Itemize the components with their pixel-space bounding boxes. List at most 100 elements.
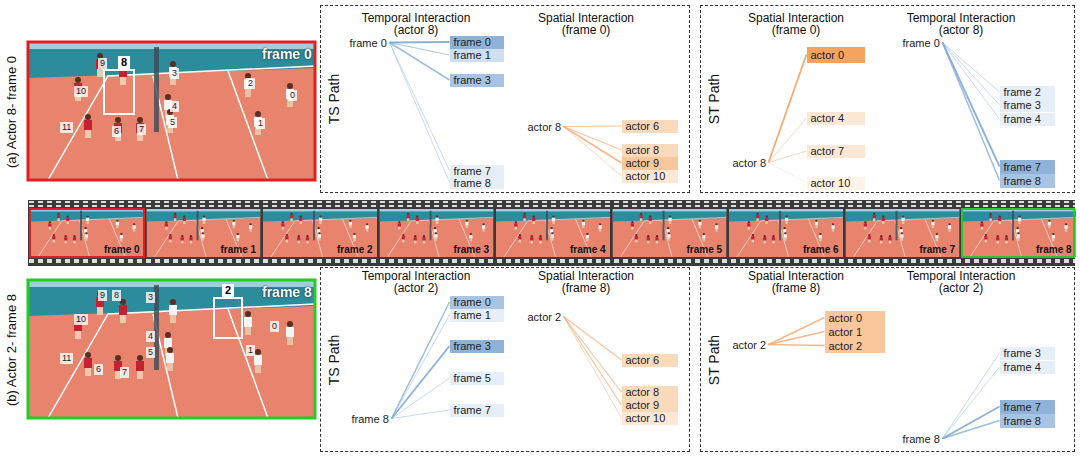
film-frame-label: frame 8	[1036, 244, 1072, 256]
attention-link	[943, 43, 1000, 167]
bar-label: actor 8	[622, 144, 660, 157]
video-frame	[28, 280, 315, 418]
query-label: actor 8	[733, 156, 767, 170]
bar-label: frame 1	[450, 49, 491, 62]
query-label: frame 8	[352, 412, 389, 426]
query-node: frame 8	[903, 432, 942, 446]
film-holes	[28, 201, 1075, 207]
frame-border	[28, 280, 315, 418]
film-frame	[729, 209, 843, 257]
interaction-heading: Temporal Interaction (actor 8)	[896, 12, 1026, 36]
film-frame-label: frame 5	[687, 244, 723, 256]
interaction-heading: Spatial Interaction (frame 8)	[521, 270, 651, 294]
frame-border	[28, 42, 315, 180]
bar-label: frame 3	[1000, 347, 1041, 360]
bar-label: frame 8	[1000, 174, 1041, 188]
attention-link	[943, 43, 1000, 106]
film-frame-label: frame 2	[337, 244, 373, 256]
actor-id: 9	[98, 290, 107, 301]
bar-label: frame 1	[450, 309, 491, 322]
film-frame-label: frame 1	[221, 244, 257, 256]
attention-link	[392, 302, 450, 419]
bar-label: actor 4	[807, 112, 845, 125]
attention-link	[392, 410, 450, 419]
frame-title: frame 0	[262, 46, 312, 62]
actor-id: 7	[120, 367, 129, 378]
interaction-heading: Temporal Interaction (actor 2)	[896, 270, 1026, 294]
attention-bar: frame 3	[1000, 347, 1055, 360]
attention-link	[564, 127, 622, 151]
film-frame	[380, 209, 494, 257]
attention-link	[392, 346, 450, 419]
attention-link	[943, 43, 1000, 93]
attention-bar: frame 8	[450, 177, 504, 189]
query-node: frame 8	[352, 412, 391, 426]
attention-bar: frame 7	[450, 165, 504, 177]
query-node: frame 0	[350, 36, 389, 50]
actor-id: 1	[256, 118, 265, 129]
actor-id: 0	[270, 321, 279, 332]
query-node: actor 2	[528, 310, 563, 324]
path-panel: TS PathTemporal Interaction (actor 8)Spa…	[320, 5, 690, 193]
bar-label: actor 2	[825, 339, 863, 353]
bar-label: frame 0	[450, 296, 491, 309]
film-frame-label: frame 7	[920, 244, 956, 256]
interaction-heading: Spatial Interaction (frame 8)	[731, 270, 861, 294]
attention-link	[564, 127, 622, 164]
bar-label: frame 7	[450, 165, 491, 177]
video-frame	[28, 42, 315, 180]
interaction-heading: Temporal Interaction (actor 2)	[351, 270, 481, 294]
attention-link	[769, 118, 807, 163]
bar-label: actor 10	[622, 170, 666, 183]
attention-bar: actor 6	[622, 354, 678, 367]
actor-id: 2	[246, 78, 255, 89]
bar-label: frame 4	[1000, 113, 1041, 126]
query-label: frame 8	[903, 432, 940, 446]
attention-link	[392, 378, 450, 419]
actor-id: 3	[146, 292, 155, 303]
bar-label: actor 7	[807, 145, 845, 158]
actor-id: 9	[98, 58, 107, 69]
attention-bar: frame 0	[450, 296, 504, 309]
query-label: actor 8	[528, 120, 562, 134]
attention-link	[390, 41, 450, 43]
attention-bar: frame 7	[450, 404, 504, 417]
bar-label: frame 8	[1000, 414, 1041, 428]
bar-label: frame 8	[450, 177, 491, 189]
attention-link	[943, 43, 1000, 120]
attention-bar: frame 1	[450, 49, 504, 62]
path-name: TS Path	[325, 64, 343, 134]
attention-bar: actor 0	[825, 311, 885, 325]
frame-border	[30, 209, 144, 257]
actor-id: 0	[288, 90, 297, 101]
attention-link	[769, 151, 807, 163]
bar-label: actor 0	[825, 311, 863, 325]
attention-bar: actor 2	[825, 339, 885, 353]
bar-label: actor 8	[622, 386, 660, 399]
bar-label: frame 7	[450, 404, 491, 417]
attention-bar: frame 8	[1000, 414, 1055, 428]
attention-link	[943, 367, 1000, 439]
attention-link	[564, 317, 622, 406]
film-frame	[147, 209, 261, 257]
attention-link	[390, 43, 450, 171]
attention-link	[564, 125, 622, 127]
attention-bar: actor 10	[622, 170, 678, 183]
attention-bar: frame 1	[450, 309, 504, 322]
attention-bar: actor 6	[622, 120, 678, 133]
query-label: actor 2	[733, 338, 767, 352]
film-frame-label: frame 0	[104, 244, 140, 256]
attention-link	[564, 317, 622, 419]
attention-bar: actor 10	[807, 177, 865, 190]
film-frame	[263, 209, 377, 257]
film-frame-label: frame 3	[454, 244, 490, 256]
attention-bar: actor 8	[622, 386, 678, 399]
attention-bar: actor 8	[622, 144, 678, 157]
bar-label: actor 6	[622, 354, 660, 367]
interaction-heading: Spatial Interaction (frame 0)	[521, 12, 651, 36]
bar-label: actor 10	[807, 177, 851, 190]
attention-link	[769, 332, 825, 345]
actor-id: 6	[94, 364, 103, 375]
bar-label: frame 3	[1000, 99, 1041, 112]
